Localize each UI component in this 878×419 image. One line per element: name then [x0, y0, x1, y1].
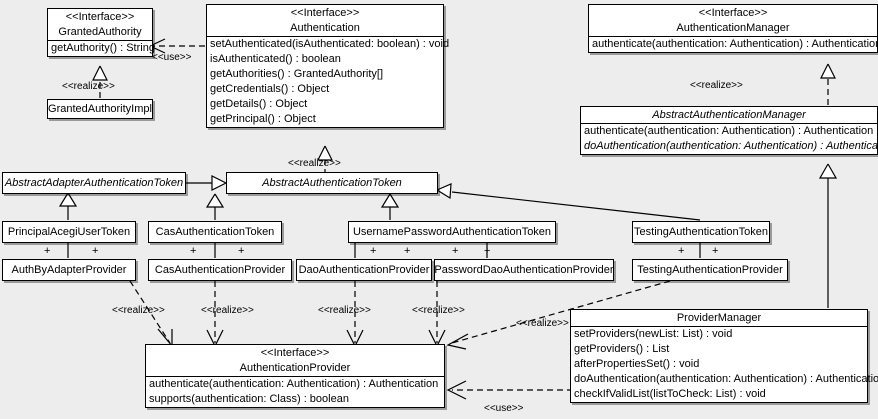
class-dao-authentication-provider[interactable]: DaoAuthenticationProvider	[296, 259, 432, 281]
multiplicity-marker: +	[44, 245, 51, 257]
authentication-provider-stereotype: <<Interface>>	[260, 347, 330, 359]
label-realize-abstract-authentication-token: <<realize>>	[288, 158, 341, 169]
label-realize-authentication-manager: <<realize>>	[690, 80, 743, 91]
multiplicity-marker: +	[190, 245, 197, 257]
class-auth-by-adapter-provider[interactable]: AuthByAdapterProvider	[2, 259, 136, 281]
principal-acegi-user-token-name: PrincipalAcegiUserToken	[7, 226, 131, 238]
abstract-authentication-manager-operations: authenticate(authentication: Authenticat…	[581, 123, 878, 154]
username-password-authentication-token-name: UsernamePasswordAuthenticationToken	[352, 226, 552, 238]
testing-authentication-token-name: TestingAuthenticationToken	[634, 226, 768, 238]
class-abstract-adapter-authentication-token[interactable]: AbstractAdapterAuthenticationToken	[2, 172, 186, 194]
abstract-authentication-token-name: AbstractAuthenticationToken	[262, 177, 402, 189]
multiplicity-marker: +	[484, 245, 491, 257]
class-granted-authority[interactable]: <<Interface>> GrantedAuthority getAuthor…	[47, 8, 155, 57]
dao-authentication-provider-name: DaoAuthenticationProvider	[298, 264, 430, 276]
operation: supports(authentication: Class) : boolea…	[149, 393, 349, 405]
operation: getCredentials() : Object	[210, 83, 330, 95]
class-principal-acegi-user-token[interactable]: PrincipalAcegiUserToken	[2, 221, 136, 243]
label-realize-cas: <<realize>>	[201, 305, 254, 316]
operation: doAuthentication(authentication: Authent…	[584, 140, 878, 152]
authentication-stereotype: <<Interface>>	[290, 7, 360, 19]
operation: authenticate(authentication: Authenticat…	[149, 378, 439, 390]
multiplicity-marker: +	[452, 245, 459, 257]
class-password-dao-authentication-provider[interactable]: PasswordDaoAuthenticationProvider	[434, 259, 614, 281]
operation: setProviders(newList: List) : void	[574, 328, 733, 340]
authentication-manager-name: AuthenticationManager	[676, 22, 790, 34]
abstract-adapter-authentication-token-name: AbstractAdapterAuthenticationToken	[4, 177, 184, 189]
operation: isAuthenticated() : boolean	[210, 53, 341, 65]
multiplicity-marker: +	[370, 245, 377, 257]
class-authentication-provider[interactable]: <<Interface>> AuthenticationProvider aut…	[145, 344, 445, 408]
authentication-manager-stereotype: <<Interface>>	[698, 7, 768, 19]
cas-authentication-provider-name: CasAuthenticationProvider	[154, 264, 286, 276]
granted-authority-stereotype: <<Interface>>	[65, 11, 135, 23]
multiplicity-marker: +	[404, 245, 411, 257]
class-authentication-manager[interactable]: <<Interface>> AuthenticationManager auth…	[588, 4, 878, 53]
operation: checkIfValidList(listToCheck: List) : vo…	[574, 388, 766, 400]
label-use-provider-manager: <<use>>	[484, 403, 524, 414]
granted-authority-name: GrantedAuthority	[58, 26, 142, 38]
authentication-operations: setAuthenticated(isAuthenticated: boolea…	[207, 36, 450, 127]
class-cas-authentication-provider[interactable]: CasAuthenticationProvider	[148, 259, 292, 281]
multiplicity-marker: +	[92, 245, 99, 257]
operation: authenticate(authentication: Authenticat…	[584, 125, 874, 137]
operation: doAuthentication(authentication: Authent…	[574, 373, 878, 385]
label-realize-dao: <<realize>>	[318, 305, 371, 316]
authentication-provider-operations: authenticate(authentication: Authenticat…	[146, 376, 444, 407]
label-realize-auth-by-adapter: <<realize>>	[112, 305, 165, 316]
multiplicity-marker: +	[712, 245, 719, 257]
multiplicity-marker: +	[678, 245, 685, 257]
authentication-name: Authentication	[290, 22, 360, 34]
operation: getDetails() : Object	[210, 98, 308, 110]
operation: afterPropertiesSet() : void	[574, 358, 700, 370]
provider-manager-name: ProviderManager	[676, 312, 762, 324]
operation: getAuthorities() : GrantedAuthority[]	[210, 68, 384, 80]
auth-by-adapter-provider-name: AuthByAdapterProvider	[11, 264, 127, 276]
label-realize-password-dao: <<realize>>	[412, 305, 465, 316]
label-realize-granted-authority-impl: <<realize>>	[62, 81, 115, 92]
granted-authority-impl-name: GrantedAuthorityImpl	[48, 103, 152, 115]
provider-manager-operations: setProviders(newList: List) : void getPr…	[571, 326, 878, 402]
multiplicity-marker: +	[238, 245, 245, 257]
cas-authentication-token-name: CasAuthenticationToken	[155, 226, 275, 238]
operation: getAuthority() : String	[51, 42, 155, 54]
class-granted-authority-impl[interactable]: GrantedAuthorityImpl	[47, 99, 153, 119]
operation: authenticate(authentication: Authenticat…	[592, 38, 878, 50]
class-abstract-authentication-manager[interactable]: AbstractAuthenticationManager authentica…	[580, 106, 878, 155]
testing-authentication-provider-name: TestingAuthenticationProvider	[637, 264, 783, 276]
class-authentication[interactable]: <<Interface>> Authentication setAuthenti…	[206, 4, 450, 128]
class-testing-authentication-provider[interactable]: TestingAuthenticationProvider	[632, 259, 788, 281]
label-use-granted-authority: <<use>>	[152, 52, 192, 63]
label-realize-testing: <<realize>>	[516, 318, 569, 329]
operation: getProviders() : List	[574, 343, 670, 355]
class-cas-authentication-token[interactable]: CasAuthenticationToken	[148, 221, 282, 243]
operation: setAuthenticated(isAuthenticated: boolea…	[210, 38, 450, 50]
authentication-manager-operations: authenticate(authentication: Authenticat…	[589, 36, 878, 52]
authentication-provider-name: AuthenticationProvider	[239, 362, 351, 374]
operation: getPrincipal() : Object	[210, 113, 316, 125]
class-username-password-authentication-token[interactable]: UsernamePasswordAuthenticationToken	[348, 221, 556, 243]
abstract-authentication-manager-name: AbstractAuthenticationManager	[652, 109, 806, 121]
class-abstract-authentication-token[interactable]: AbstractAuthenticationToken	[226, 172, 438, 194]
class-provider-manager[interactable]: ProviderManager setProviders(newList: Li…	[570, 309, 878, 403]
password-dao-authentication-provider-name: PasswordDaoAuthenticationProvider	[434, 264, 614, 276]
granted-authority-operations: getAuthority() : String	[48, 40, 155, 56]
class-testing-authentication-token[interactable]: TestingAuthenticationToken	[632, 221, 770, 243]
